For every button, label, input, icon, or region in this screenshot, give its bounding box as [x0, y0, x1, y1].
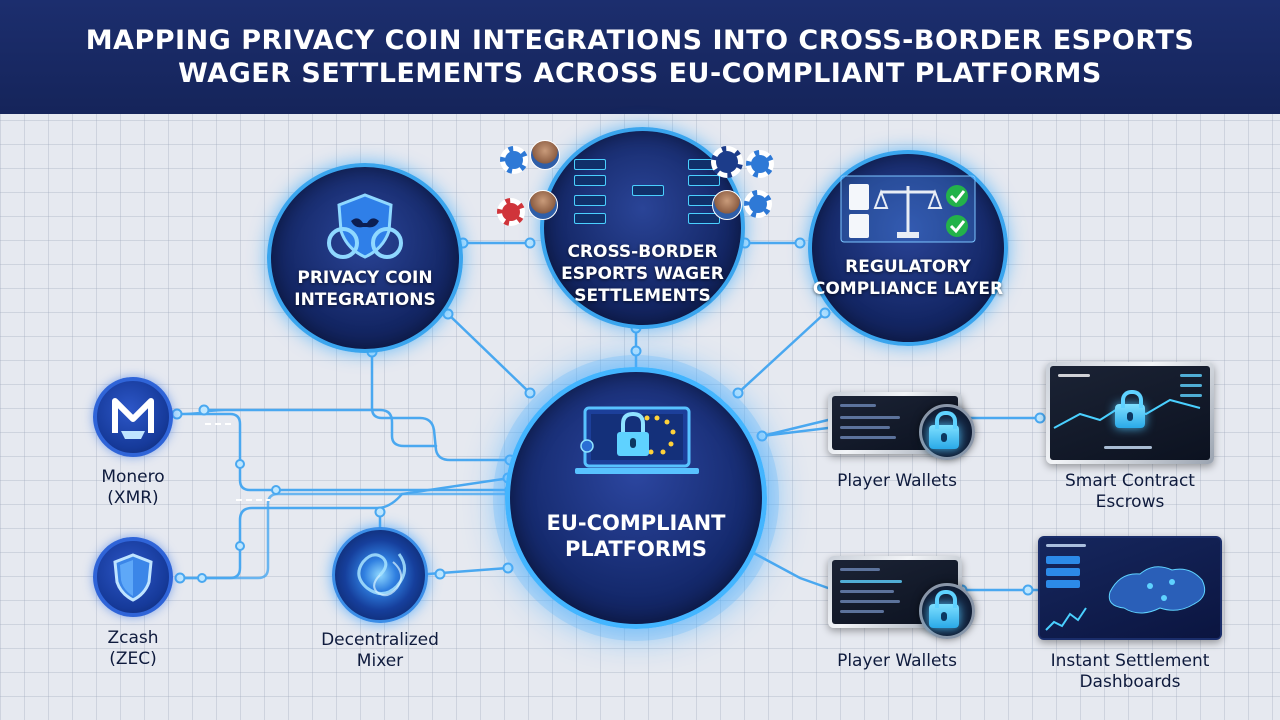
monero-label-2: (XMR)	[107, 488, 159, 508]
zcash-caption: Zcash (ZEC)	[68, 628, 198, 670]
zcash-label-2: (ZEC)	[109, 649, 157, 669]
poker-chip-icon	[744, 190, 772, 218]
regulatory-label-2: COMPLIANCE LAYER	[812, 279, 1004, 299]
padlock-icon	[929, 411, 959, 449]
tournament-bracket-icon	[568, 153, 728, 239]
player-avatar-icon	[712, 190, 742, 220]
settlement-dashboard-card[interactable]	[1038, 536, 1222, 640]
dashboards-label-2: Dashboards	[1079, 672, 1181, 692]
wager-label-3: SETTLEMENTS	[574, 286, 711, 306]
zcash-label-1: Zcash	[107, 628, 159, 648]
player-avatar-icon	[530, 140, 560, 170]
shield-mask-icon	[327, 193, 403, 259]
monero-logo-icon	[112, 398, 154, 439]
escrows-caption: Smart Contract Escrows	[1040, 471, 1220, 513]
dashboard-chart-icon	[1045, 607, 1087, 631]
monero-label-1: Monero	[101, 467, 165, 487]
wager-label-2: ESPORTS WAGER	[561, 264, 724, 284]
poker-chip-icon	[746, 150, 774, 178]
center-label-1: EU-COMPLIANT	[546, 511, 726, 535]
decentralized-mixer[interactable]	[332, 527, 428, 623]
mixer-caption: Decentralized Mixer	[300, 630, 460, 672]
shield-icon	[113, 553, 153, 602]
eu-compliant-platforms-node[interactable]: EU-COMPLIANT PLATFORMS	[505, 367, 767, 629]
title-banner: MAPPING PRIVACY COIN INTEGRATIONS INTO C…	[0, 0, 1280, 114]
privacy-coin-label-2: INTEGRATIONS	[294, 290, 436, 310]
center-label-2: PLATFORMS	[564, 537, 708, 561]
wallets-bottom-caption: Player Wallets	[837, 651, 957, 671]
monero-coin[interactable]	[93, 377, 173, 457]
dashboards-label-1: Instant Settlement	[1050, 651, 1210, 671]
poker-chip-icon	[500, 146, 528, 174]
title-line-2: WAGER SETTLEMENTS ACROSS EU-COMPLIANT PL…	[178, 58, 1102, 89]
scales-of-justice-icon	[840, 175, 976, 243]
europe-map-icon	[1108, 566, 1206, 614]
monero-caption: Monero (XMR)	[68, 467, 198, 509]
wallets-top-caption: Player Wallets	[837, 471, 957, 491]
escrows-label-2: Escrows	[1095, 492, 1165, 512]
privacy-coin-node[interactable]: PRIVACY COIN INTEGRATIONS	[267, 163, 463, 353]
poker-chip-icon	[711, 146, 743, 178]
poker-chip-icon	[497, 198, 525, 226]
privacy-coin-label-1: PRIVACY COIN	[297, 268, 433, 288]
player-avatar-icon	[528, 190, 558, 220]
escrows-label-1: Smart Contract	[1065, 471, 1195, 491]
mixer-label-2: Mixer	[356, 651, 404, 671]
zcash-coin[interactable]	[93, 537, 173, 617]
swirl-icon	[357, 553, 406, 597]
mixer-label-1: Decentralized	[321, 630, 439, 650]
regulatory-compliance-node[interactable]: REGULATORY COMPLIANCE LAYER	[808, 150, 1008, 346]
dashboards-caption: Instant Settlement Dashboards	[1030, 651, 1230, 693]
padlock-monitor-icon	[575, 406, 699, 474]
padlock-icon	[1115, 390, 1145, 428]
regulatory-label-1: REGULATORY	[845, 257, 971, 277]
wager-label-1: CROSS-BORDER	[567, 242, 718, 262]
padlock-icon	[929, 590, 959, 628]
title-line-1: MAPPING PRIVACY COIN INTEGRATIONS INTO C…	[85, 25, 1195, 56]
